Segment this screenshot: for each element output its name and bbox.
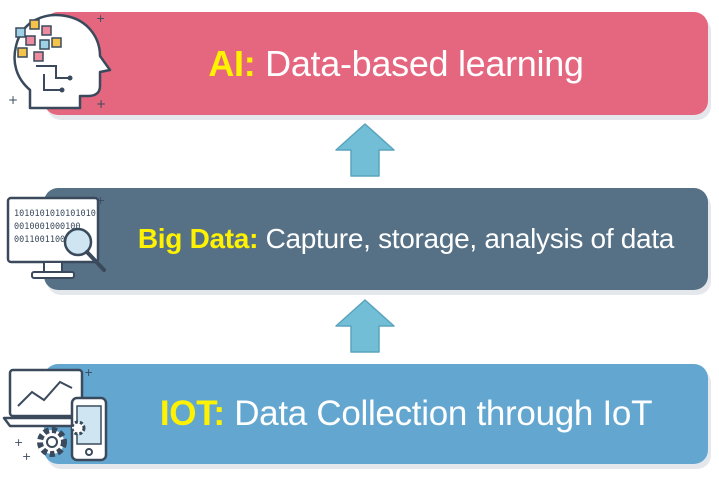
up-arrow-icon — [335, 123, 395, 177]
up-arrow-icon — [335, 299, 395, 353]
svg-text:+: + — [96, 97, 106, 111]
svg-text:+: + — [14, 436, 23, 449]
iot-separator: : — [213, 394, 235, 433]
bigdata-keyword: Big Data — [137, 223, 250, 254]
binary-monitor-magnifier-icon: 1010101010101010 0010001000100 001100110… — [6, 194, 106, 279]
bigdata-layer-label: Big Data: Capture, storage, analysis of … — [44, 223, 708, 255]
svg-text:+: + — [96, 12, 105, 25]
devices-gear-icon: + + + — [2, 366, 108, 463]
iot-description: Data Collection through IoT — [234, 394, 653, 433]
bigdata-layer-bar: Big Data: Capture, storage, analysis of … — [44, 188, 708, 290]
bigdata-separator: : — [249, 223, 266, 254]
bigdata-description: Capture, storage, analysis of data — [265, 223, 675, 254]
binary-line-3: 00110011000 — [14, 235, 70, 245]
iot-layer-bar: IOT: Data Collection through IoT — [44, 364, 708, 464]
ai-keyword: AI — [208, 42, 244, 84]
svg-text:+: + — [8, 93, 18, 107]
svg-text:+: + — [96, 194, 105, 207]
ai-description: Data-based learning — [265, 42, 584, 84]
binary-line-2: 0010001000100 — [14, 222, 81, 232]
svg-text:+: + — [84, 366, 93, 379]
iot-keyword: IOT — [159, 394, 214, 433]
ai-head-icon: + + + — [8, 12, 112, 111]
ai-layer-label: AI: Data-based learning — [44, 43, 708, 85]
binary-line-1: 1010101010101010 — [14, 209, 96, 219]
ai-layer-bar: AI: Data-based learning — [44, 12, 708, 115]
iot-layer-label: IOT: Data Collection through IoT — [44, 394, 708, 434]
ai-separator: : — [243, 42, 266, 84]
svg-text:+: + — [22, 450, 31, 463]
